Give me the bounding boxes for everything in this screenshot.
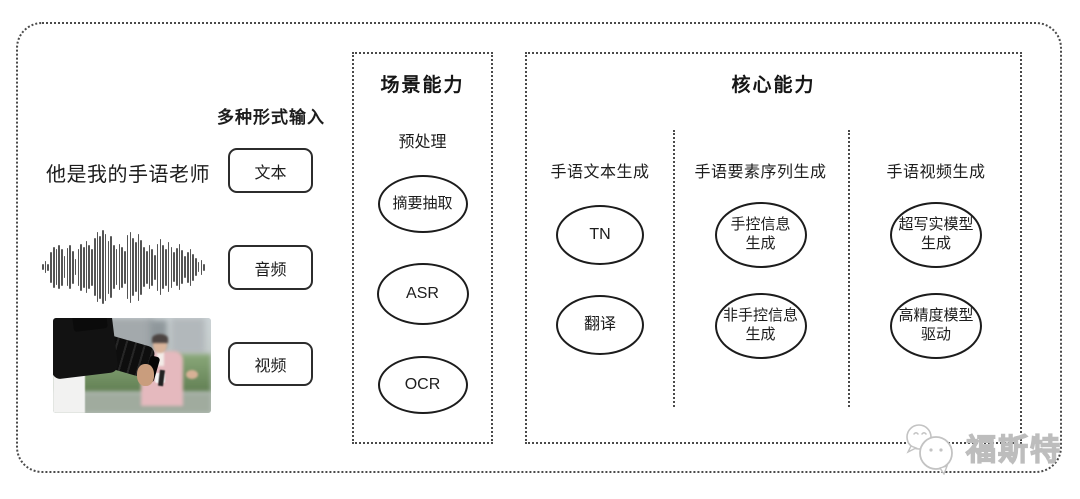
node-non-manual-info-generation: 非手控信息 生成 (714, 293, 807, 359)
sample-text-sentence: 他是我的手语老师 (46, 164, 210, 186)
core-column-sign-text-generation: 手语文本生成 TN 翻译 (527, 54, 673, 442)
input-type-video-label: 视频 (254, 358, 287, 375)
node-high-precision-model-driving: 高精度模型 驱动 (890, 293, 982, 359)
input-section-label: 多种形式输入 (217, 108, 325, 127)
photo-cameraman (53, 374, 85, 413)
reporter-video-photo (53, 318, 211, 413)
watermark-text: 福斯特 (965, 433, 1062, 467)
scene-box-subtitle: 预处理 (398, 134, 447, 151)
core-column-sign-element-sequence-generation: 手语要素序列生成 手控信息 生成 非手控信息 生成 (673, 54, 848, 442)
watermark: 福斯特 (900, 419, 1062, 475)
chat-bubbles-icon (906, 424, 953, 475)
input-type-text-label: 文本 (254, 164, 287, 182)
core-capability-box: 核心能力 手语文本生成 TN 翻译 手语要素序列生成 手控信息 生成 非手控信息… (525, 52, 1022, 444)
scene-box-title: 场景能力 (380, 75, 465, 96)
input-type-audio-label: 音频 (254, 261, 287, 279)
scene-capability-box: 场景能力 预处理 摘要抽取 ASR OCR (352, 52, 493, 444)
column-divider (848, 130, 850, 407)
column-header: 手语视频生成 (886, 164, 986, 181)
audio-waveform (42, 229, 210, 305)
diagram-outer-frame (16, 22, 1062, 473)
input-type-video: 视频 (228, 342, 313, 386)
node-ocr: OCR (377, 356, 468, 414)
input-type-text: 文本 (228, 148, 313, 193)
node-tn: TN (556, 205, 644, 265)
node-summary-extraction: 摘要抽取 (377, 175, 468, 233)
column-header: 手语文本生成 (550, 164, 650, 181)
node-hyperrealistic-model-generation: 超写实模型 生成 (890, 202, 982, 268)
core-column-sign-video-generation: 手语视频生成 超写实模型 生成 高精度模型 驱动 (848, 54, 1024, 442)
core-box-title: 核心能力 (731, 75, 816, 96)
node-manual-info-generation: 手控信息 生成 (714, 202, 807, 268)
node-asr: ASR (376, 263, 469, 325)
node-translation: 翻译 (556, 295, 644, 355)
column-divider (673, 130, 675, 407)
column-header: 手语要素序列生成 (694, 164, 827, 181)
input-type-audio: 音频 (228, 245, 313, 290)
